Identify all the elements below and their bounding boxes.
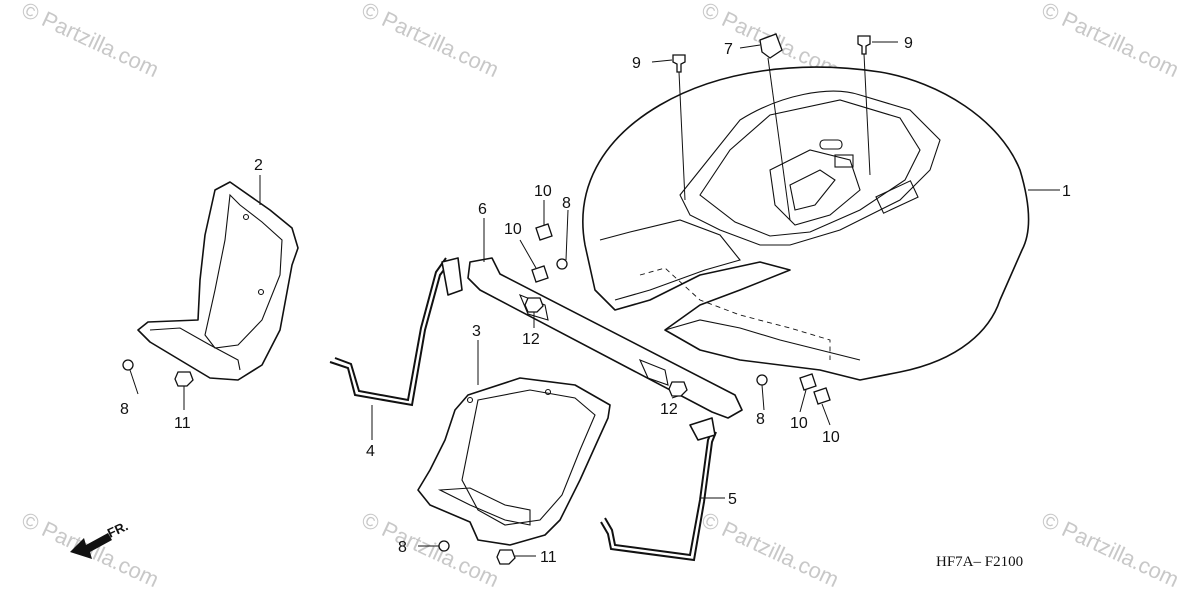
callout-2: 2 — [254, 157, 263, 174]
diagram-code: HF7A– F2100 — [936, 554, 1023, 570]
front-arrow-icon — [70, 533, 112, 559]
bolt-10[interactable] — [531, 265, 549, 283]
mud-guard-inner — [204, 193, 283, 349]
callout-11: 11 — [540, 549, 557, 566]
stay-bar-bracket — [638, 358, 669, 386]
callout-10: 10 — [504, 221, 522, 238]
watermark-text: © Partzilla.com — [1038, 0, 1183, 82]
fender-latch-slot — [875, 180, 919, 214]
screw-8[interactable] — [556, 258, 568, 270]
fender-inner-rim — [699, 99, 921, 237]
callout-8: 8 — [398, 539, 407, 556]
mud-guard-hole — [242, 213, 250, 221]
grommet-9-left[interactable] — [672, 54, 686, 73]
stay-rod-line — [604, 429, 713, 557]
stay-rod-line — [600, 431, 717, 562]
stay-rod-part-4[interactable] — [329, 257, 463, 407]
fender-oval-port — [819, 139, 843, 150]
fender-hidden-edge — [639, 267, 831, 360]
callout-10: 10 — [822, 429, 840, 446]
bolt-10[interactable] — [535, 223, 553, 241]
callout-labels: 1 2 3 4 5 6 7 9 9 10 10 10 10 8 8 8 8 11… — [120, 35, 1071, 566]
callout-6: 6 — [478, 201, 487, 218]
mud-guard-foot — [149, 327, 241, 371]
watermark-text: © Partzilla.com — [18, 0, 163, 82]
screw-8[interactable] — [756, 374, 768, 386]
watermark-text: © Partzilla.com — [1038, 507, 1183, 592]
bolt-10[interactable] — [813, 387, 831, 405]
callout-7: 7 — [724, 41, 733, 58]
mud-guard-hole — [466, 396, 474, 404]
callout-3: 3 — [472, 323, 481, 340]
callout-8: 8 — [120, 401, 129, 418]
stay-rod-tab — [441, 257, 463, 296]
callout-9: 9 — [904, 35, 913, 52]
nut-12[interactable] — [524, 297, 544, 313]
callout-12: 12 — [660, 401, 678, 418]
fasteners — [122, 33, 871, 565]
callout-9: 9 — [632, 55, 641, 72]
callout-5: 5 — [728, 491, 737, 508]
fender-side-edge — [599, 219, 741, 301]
fender-box-floor — [789, 169, 836, 211]
mud-guard-step — [437, 487, 531, 526]
mud-guard-outline — [137, 181, 299, 381]
leader-lines — [129, 41, 1060, 557]
fender-lower-flap — [664, 319, 861, 361]
callout-12: 12 — [522, 331, 540, 348]
rear-fender-part-1[interactable] — [582, 66, 1030, 381]
callout-11: 11 — [174, 415, 191, 432]
grommet-9-right[interactable] — [857, 35, 871, 55]
callout-10: 10 — [790, 415, 808, 432]
watermark-text: © Partzilla.com — [358, 0, 503, 82]
mud-guard-hole — [257, 288, 265, 296]
watermark-text: © Partzilla.com — [698, 507, 843, 592]
front-label: FR. — [105, 518, 130, 540]
fender-square-port — [834, 154, 854, 168]
left-mud-guard-part-2[interactable] — [137, 181, 299, 381]
callout-8: 8 — [562, 195, 571, 212]
mud-guard-inner — [461, 389, 596, 526]
stay-rod-part-5[interactable] — [600, 417, 717, 562]
callout-4: 4 — [366, 443, 375, 460]
nut-11[interactable] — [174, 371, 194, 387]
fender-storage-box — [769, 149, 861, 226]
stay-rod-line — [329, 261, 451, 407]
stay-rod-tab — [689, 417, 716, 441]
nut-11[interactable] — [496, 549, 516, 565]
nut-12[interactable] — [668, 381, 688, 397]
fender-seat-well — [679, 90, 941, 246]
screw-8[interactable] — [438, 540, 450, 552]
stay-rod-line — [334, 257, 447, 402]
callout-8: 8 — [756, 411, 765, 428]
bolt-10[interactable] — [799, 373, 817, 391]
callout-10: 10 — [534, 183, 552, 200]
clip-7[interactable] — [759, 33, 783, 59]
screw-8[interactable] — [122, 359, 134, 371]
right-mud-guard-part-3[interactable] — [417, 377, 611, 546]
mud-guard-hole — [544, 388, 552, 396]
callout-1: 1 — [1062, 183, 1071, 200]
